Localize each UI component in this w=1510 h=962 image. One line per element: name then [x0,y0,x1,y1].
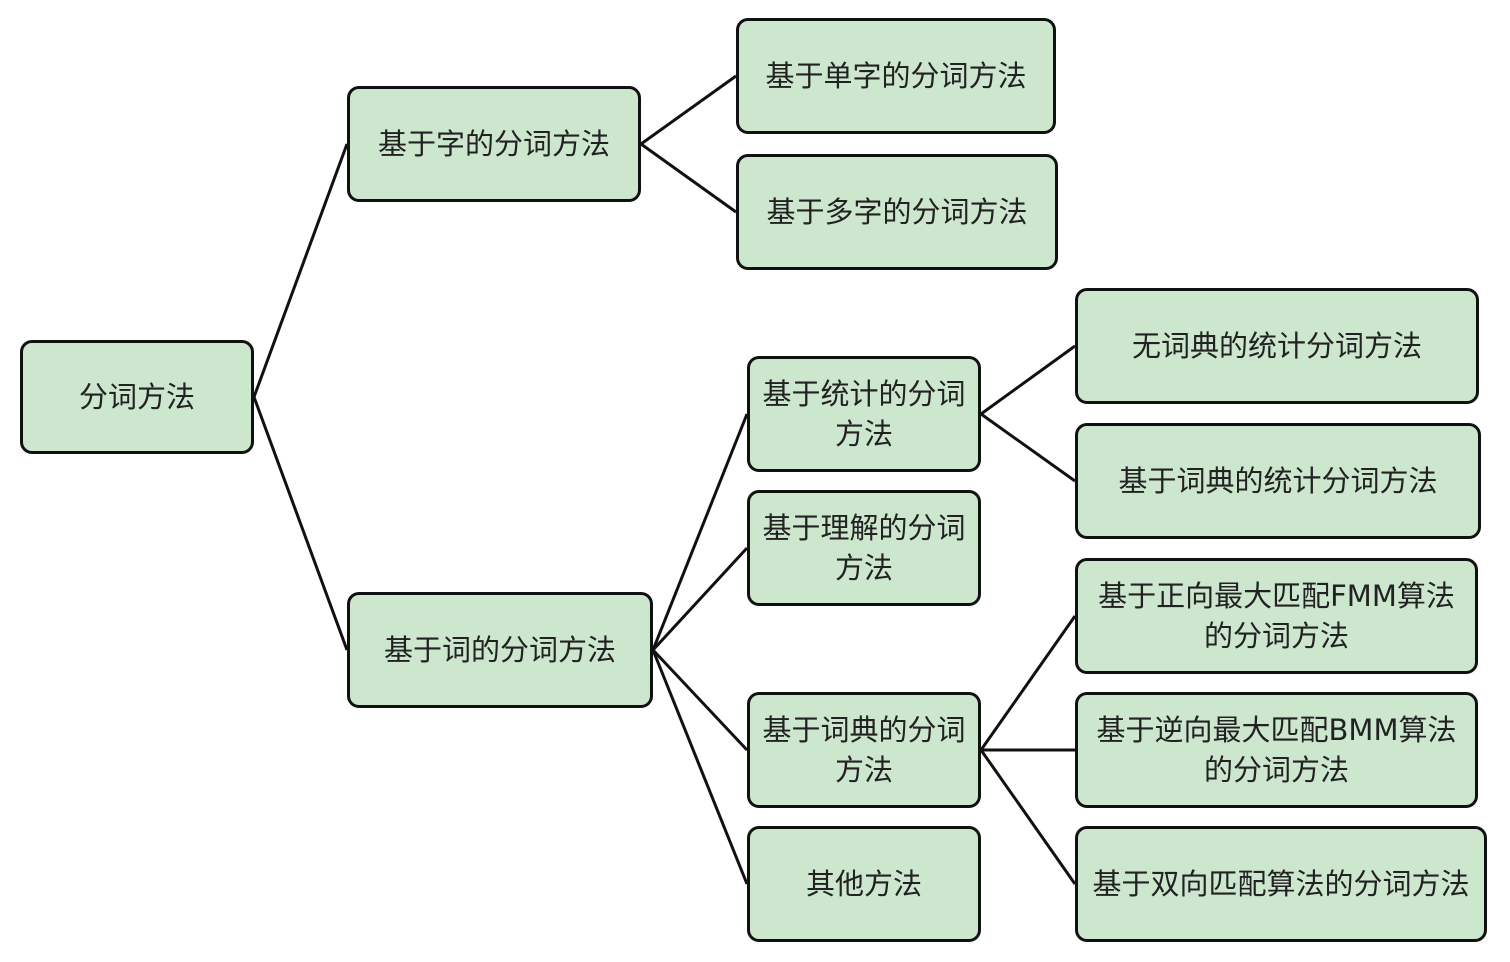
edge-root-b [252,396,349,651]
edge-b3-d3 [979,749,1077,885]
edge-b3-d1 [979,615,1077,751]
node-bmm: 基于逆向最大匹配BMM算法的分词方法 [1075,692,1478,808]
node-statistics: 基于统计的分词方法 [747,356,981,472]
edge-root-a [252,143,349,398]
edge-b1-c2 [980,412,1076,483]
node-no-dict-statistics: 无词典的统计分词方法 [1075,288,1479,404]
node-other: 其他方法 [747,826,981,942]
node-dictionary: 基于词典的分词方法 [747,692,981,808]
edge-b-b2 [651,546,749,652]
edge-b-b3 [651,648,749,752]
edge-a-a1 [640,74,737,146]
edge-a-a2 [640,142,737,214]
node-char-based: 基于字的分词方法 [347,86,641,202]
node-single-char: 基于单字的分词方法 [736,18,1056,134]
node-understanding: 基于理解的分词方法 [747,490,981,606]
node-multi-char: 基于多字的分词方法 [736,154,1058,270]
node-bidirectional: 基于双向匹配算法的分词方法 [1075,826,1487,942]
node-dict-statistics: 基于词典的统计分词方法 [1075,423,1481,539]
edge-b1-c1 [980,344,1076,416]
node-root: 分词方法 [20,340,254,454]
edge-b-b1 [651,413,749,651]
node-word-based: 基于词的分词方法 [347,592,653,708]
node-fmm: 基于正向最大匹配FMM算法的分词方法 [1075,558,1478,674]
edge-b-b4 [651,649,749,885]
